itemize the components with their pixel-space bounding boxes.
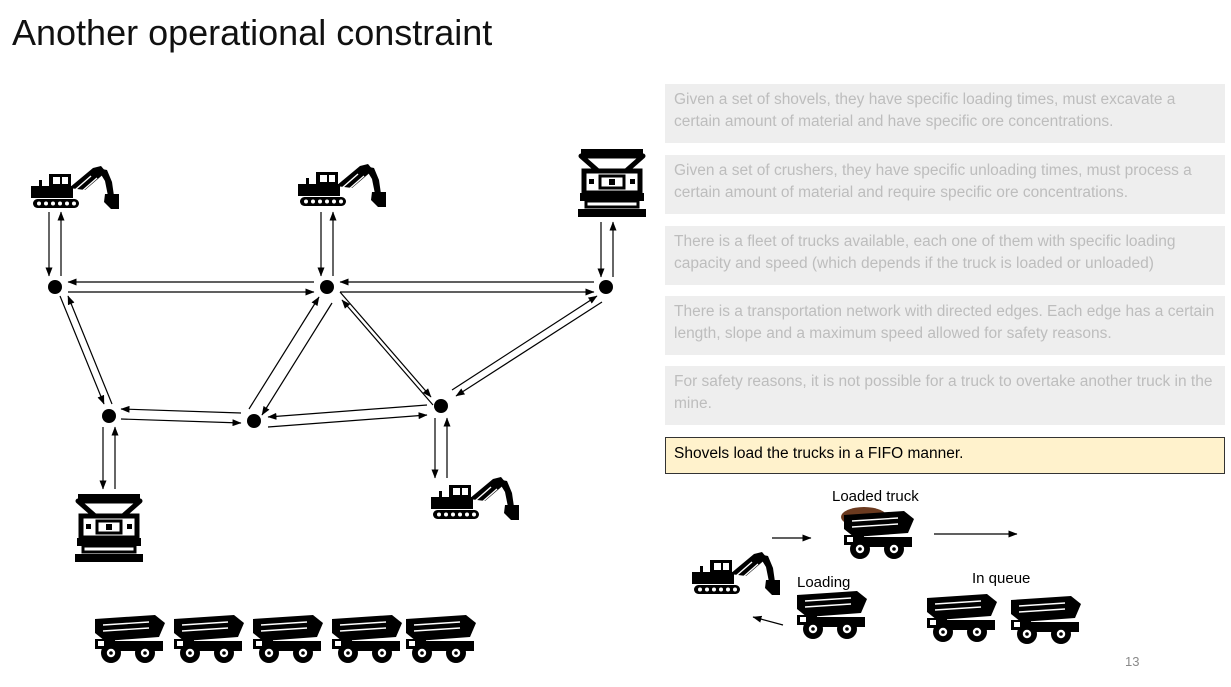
constraint-network: There is a transportation network with d… [665, 296, 1225, 355]
shovel-icon [691, 551, 781, 596]
loading-label: Loading [797, 574, 851, 591]
flow-arrow [752, 615, 784, 626]
node-d [102, 409, 116, 423]
shovel-icon [297, 163, 387, 208]
fifo-illustration [691, 507, 1082, 645]
network-nodes [48, 280, 613, 428]
slide-title: Another operational constraint [12, 12, 493, 53]
loaded-truck-label: Loaded truck [832, 488, 919, 505]
shovel-icon [430, 476, 520, 521]
haul-truck-icon [94, 614, 166, 664]
haul-truck-icon [843, 510, 915, 560]
haul-truck-icon [331, 614, 403, 664]
constraint-no-overtaking: For safety reasons, it is not possible f… [665, 366, 1225, 425]
constraint-fifo-highlighted: Shovels load the trucks in a FIFO manner… [665, 437, 1225, 474]
haul-truck-icon [405, 614, 477, 664]
haul-truck-icon [1010, 595, 1082, 645]
node-b [320, 280, 334, 294]
network-edges [45, 211, 617, 490]
page-number: 13 [1125, 654, 1140, 669]
haul-truck-icon [173, 614, 245, 664]
haul-truck-icon [252, 614, 324, 664]
in-queue-label: In queue [972, 570, 1031, 587]
crusher-icon [578, 149, 646, 217]
haul-truck-icon [796, 590, 868, 640]
constraint-shovels: Given a set of shovels, they have specif… [665, 84, 1225, 143]
crusher-icon [75, 494, 143, 562]
constraint-crushers: Given a set of crushers, they have speci… [665, 155, 1225, 214]
node-e [247, 414, 261, 428]
shovel-icon [30, 165, 120, 210]
node-f [434, 399, 448, 413]
haul-truck-icon [926, 593, 998, 643]
node-c [599, 280, 613, 294]
node-a [48, 280, 62, 294]
truck-fleet [94, 614, 477, 664]
constraint-trucks: There is a fleet of trucks available, ea… [665, 226, 1225, 285]
